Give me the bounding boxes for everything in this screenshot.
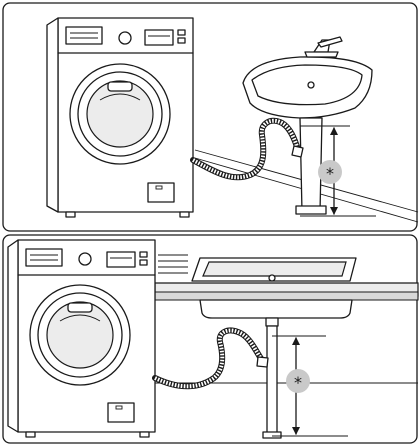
hose-connector-b xyxy=(257,357,268,367)
faucet-base xyxy=(305,52,338,57)
standpipe-base xyxy=(263,432,281,438)
button-b1 xyxy=(140,252,147,257)
height-marker-label-b: * xyxy=(294,373,302,392)
standpipe xyxy=(267,326,277,434)
washing-machine-bottom xyxy=(8,240,155,437)
display-panel xyxy=(145,30,173,45)
button-b2 xyxy=(140,260,147,265)
door-handle-b xyxy=(68,303,92,312)
washer-side xyxy=(47,18,58,212)
countertop-edge xyxy=(155,292,418,300)
counter-sink-bowl xyxy=(203,262,346,276)
height-marker-label: * xyxy=(326,164,334,183)
button-1 xyxy=(178,30,185,35)
basin-drain xyxy=(308,82,314,88)
pedestal-base xyxy=(296,206,326,214)
pedestal-column xyxy=(300,118,322,212)
washing-machine-top xyxy=(47,18,193,217)
door-handle xyxy=(108,82,132,91)
washer-side-b xyxy=(8,240,18,432)
program-dial xyxy=(119,32,131,44)
hose-connector xyxy=(292,146,303,157)
detergent-drawer xyxy=(66,27,102,44)
counter-sink-drain xyxy=(269,275,275,281)
washer-foot-right xyxy=(180,212,189,217)
panel-top: * xyxy=(3,3,418,231)
washer-foot-left-b xyxy=(26,432,35,437)
undermount-basin xyxy=(200,300,352,318)
detergent-drawer-b xyxy=(26,249,62,266)
drain-nut xyxy=(266,318,278,326)
program-dial-b xyxy=(79,253,91,265)
washer-foot-right-b xyxy=(140,432,149,437)
button-2 xyxy=(178,38,185,43)
display-panel-b xyxy=(107,252,135,267)
panel-bottom: * xyxy=(3,235,418,443)
washer-foot-left xyxy=(66,212,75,217)
